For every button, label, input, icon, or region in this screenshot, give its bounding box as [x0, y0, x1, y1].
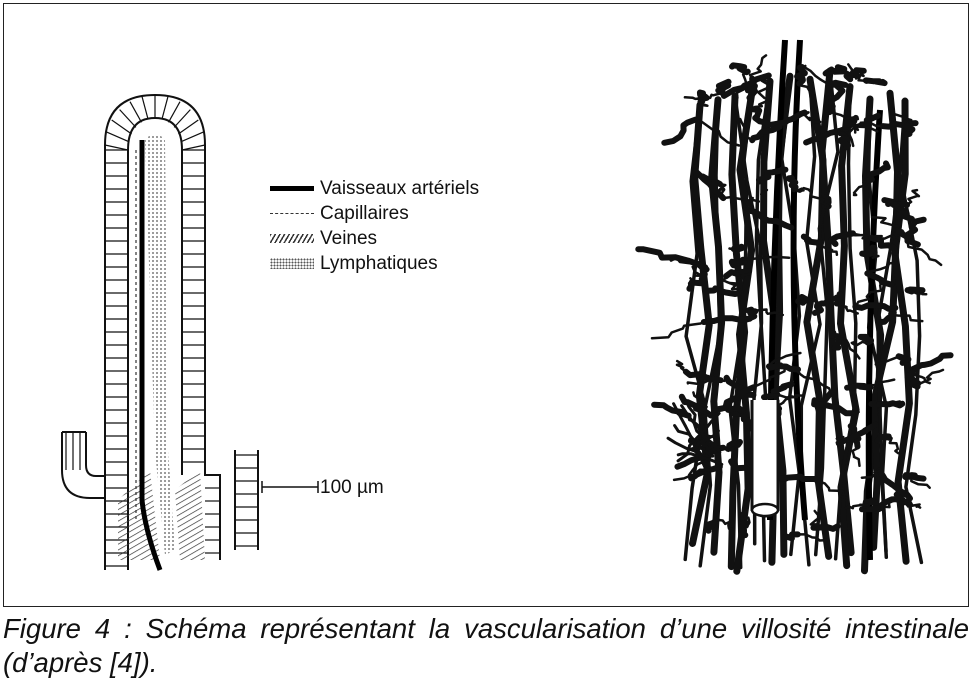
- capillary-swatch: [270, 213, 314, 214]
- vascular-network: [638, 40, 950, 571]
- legend-item-capillary: Capillaires: [270, 201, 479, 226]
- legend-item-vein: Veines: [270, 226, 479, 251]
- legend-item-arterial: Vaisseaux artériels: [270, 176, 479, 201]
- legend-label: Capillaires: [320, 201, 409, 226]
- arterial-swatch: [270, 186, 314, 191]
- scale-bar: [262, 481, 318, 493]
- lymphatic-swatch: [270, 258, 314, 269]
- scale-label: 100 µm: [320, 477, 384, 499]
- villus-schematic: [62, 95, 318, 570]
- legend-item-lymphatic: Lymphatiques: [270, 251, 479, 276]
- legend: Vaisseaux artériels Capillaires Veines L…: [270, 176, 479, 276]
- figure-caption: Figure 4 : Schéma représentant la vascul…: [3, 612, 969, 680]
- vein-swatch: [270, 234, 314, 243]
- legend-label: Vaisseaux artériels: [320, 176, 479, 201]
- legend-label: Veines: [320, 226, 377, 251]
- legend-label: Lymphatiques: [320, 251, 438, 276]
